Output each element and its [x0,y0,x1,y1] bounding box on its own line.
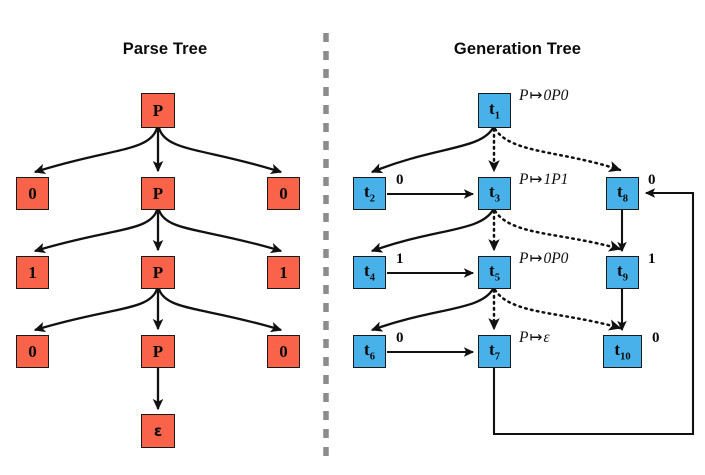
gen-node-t5[interactable]: t5 [478,256,511,289]
edge-label-t6-t7: 0 [396,330,404,346]
parse-node-0-l3-right[interactable]: 0 [267,335,300,368]
generation-tree-terminal-edges [387,189,627,357]
parse-node-1-l2-right[interactable]: 1 [267,256,300,289]
rule-label-t1: P↦0P0 [519,87,569,104]
parse-node-epsilon[interactable]: ε [141,414,175,448]
parse-node-label: 0 [28,342,37,361]
gen-node-label: t7 [489,339,500,362]
parse-node-0-l1-left[interactable]: 0 [16,177,49,210]
parse-node-p-root[interactable]: P [141,93,175,128]
edge-label-t2-t3: 0 [396,172,404,188]
gen-node-label: t6 [364,339,375,362]
generation-tree-dotted-edges [488,127,622,331]
parse-tree-title: Parse Tree [122,40,208,58]
parse-node-0-l1-right[interactable]: 0 [267,177,300,210]
parse-node-label: 0 [279,342,288,361]
gen-node-t10[interactable]: t10 [603,335,642,368]
parse-node-p-l3-mid[interactable]: P [141,335,175,368]
parse-node-label: P [152,101,164,120]
feedback-loop-edge [492,188,695,436]
gen-node-t1[interactable]: t1 [478,93,511,128]
parse-node-p-l1-mid[interactable]: P [141,177,175,210]
parse-node-label: P [152,263,164,282]
gen-node-t3[interactable]: t3 [478,177,511,210]
gen-node-t2[interactable]: t2 [353,177,386,210]
generation-tree-solid-edges [370,127,494,332]
parse-node-1-l2-left[interactable]: 1 [16,256,49,289]
rule-label-t3: P↦1P1 [519,171,569,188]
parse-node-0-l3-left[interactable]: 0 [16,335,49,368]
parse-node-label: P [152,342,164,361]
edge-label-t8: 0 [648,172,656,188]
parse-node-label: ε [153,421,163,440]
gen-node-label: t2 [364,181,375,204]
gen-node-t9[interactable]: t9 [606,256,639,289]
gen-node-label: t5 [489,260,500,283]
edge-label-t9: 1 [648,251,656,267]
parse-tree-edges [33,127,283,411]
parse-node-label: 0 [279,184,288,203]
gen-node-t7[interactable]: t7 [478,335,511,368]
gen-node-label: t8 [617,181,628,204]
edge-label-t4-t5: 1 [396,251,404,267]
parse-node-label: 1 [279,263,288,282]
gen-node-label: t3 [489,181,500,204]
gen-node-t6[interactable]: t6 [353,335,386,368]
parse-node-label: 1 [28,263,37,282]
generation-tree-title: Generation Tree [453,40,582,58]
gen-node-label: t10 [614,339,631,362]
gen-node-t8[interactable]: t8 [606,177,639,210]
rule-label-t5: P↦0P0 [519,250,569,267]
gen-node-t4[interactable]: t4 [353,256,386,289]
parse-node-label: P [152,184,164,203]
parse-node-p-l2-mid[interactable]: P [141,256,175,289]
gen-node-label: t9 [617,260,628,283]
rule-label-t7: P↦ε [519,329,550,346]
edge-label-t10: 0 [652,330,660,346]
gen-node-label: t1 [489,98,500,121]
parse-node-label: 0 [28,184,37,203]
gen-node-label: t4 [364,260,375,283]
